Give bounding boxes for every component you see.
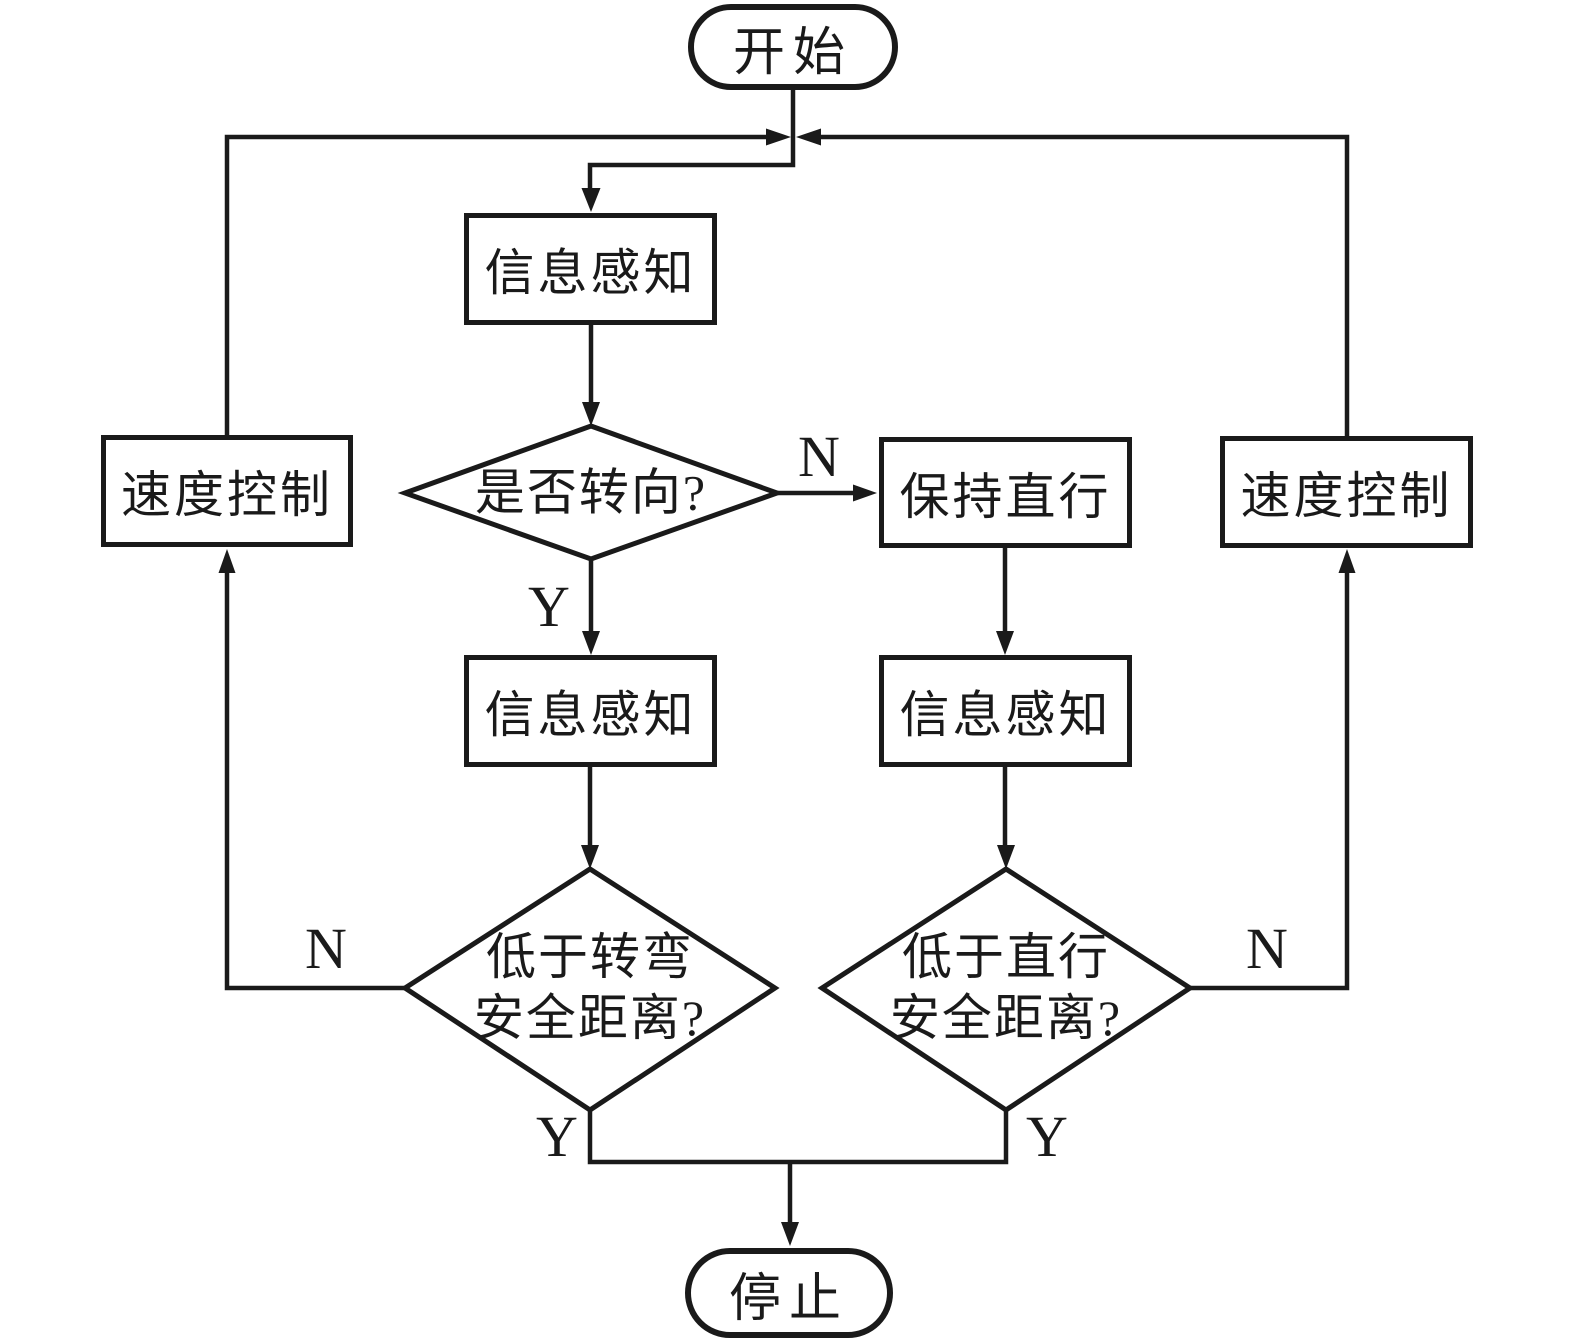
info-perception-right-box: 信息感知 <box>879 655 1132 767</box>
edge-yes-merge <box>587 1110 1009 1165</box>
branch-label-turn-safe-no: N <box>305 916 347 981</box>
arrowhead-into-perception-right <box>996 631 1014 655</box>
info-perception-top-box: 信息感知 <box>464 213 717 325</box>
arrowhead-into-keep-straight <box>853 484 877 502</box>
turn-decision-diamond <box>397 423 785 562</box>
arrowhead-into-straight-safe-decision <box>997 845 1015 869</box>
arrowhead-into-speed-right <box>1338 549 1356 573</box>
info-perception-left-box: 信息感知 <box>464 655 717 767</box>
speed-control-left-box: 速度控制 <box>101 435 353 547</box>
arrowhead-into-perception-left <box>582 631 600 655</box>
branch-label-straight-safe-no: N <box>1246 916 1288 981</box>
branch-label-turn-safe-yes: Y <box>536 1104 578 1169</box>
edge-right-loop-top <box>821 134 1350 436</box>
arrowhead-junction-from-right <box>796 128 821 146</box>
edge-left-loop-top <box>224 134 766 435</box>
edge-start-to-perception <box>587 90 796 188</box>
straight-safe-distance-label: 低于直行 安全距离? <box>889 929 1123 1046</box>
start-terminal: 开始 <box>688 4 898 90</box>
edge-turn-safe-no-to-speed-left <box>224 572 405 991</box>
branch-label-turn-yes: Y <box>528 574 570 639</box>
stop-terminal: 停止 <box>685 1248 893 1338</box>
straight-safe-distance-diamond <box>817 866 1195 1113</box>
arrowhead-into-turn-safe-decision <box>581 845 599 869</box>
edge-straight-safe-no-to-speed-right <box>1190 572 1350 991</box>
turn-decision-label: 是否转向? <box>474 464 708 521</box>
arrowhead-into-turn-decision <box>582 402 600 426</box>
speed-control-right-box: 速度控制 <box>1220 436 1473 548</box>
arrowhead-junction-from-left <box>766 128 791 146</box>
turn-safe-distance-diamond <box>400 866 780 1113</box>
arrowhead-into-perception-top <box>581 188 601 212</box>
branch-label-straight-safe-yes: Y <box>1026 1104 1068 1169</box>
keep-straight-box: 保持直行 <box>879 437 1132 548</box>
arrowhead-into-stop <box>781 1222 799 1246</box>
branch-label-turn-no: N <box>798 424 840 489</box>
arrowhead-into-speed-left <box>218 549 236 573</box>
turn-safe-distance-label: 低于转弯 安全距离? <box>473 929 707 1046</box>
